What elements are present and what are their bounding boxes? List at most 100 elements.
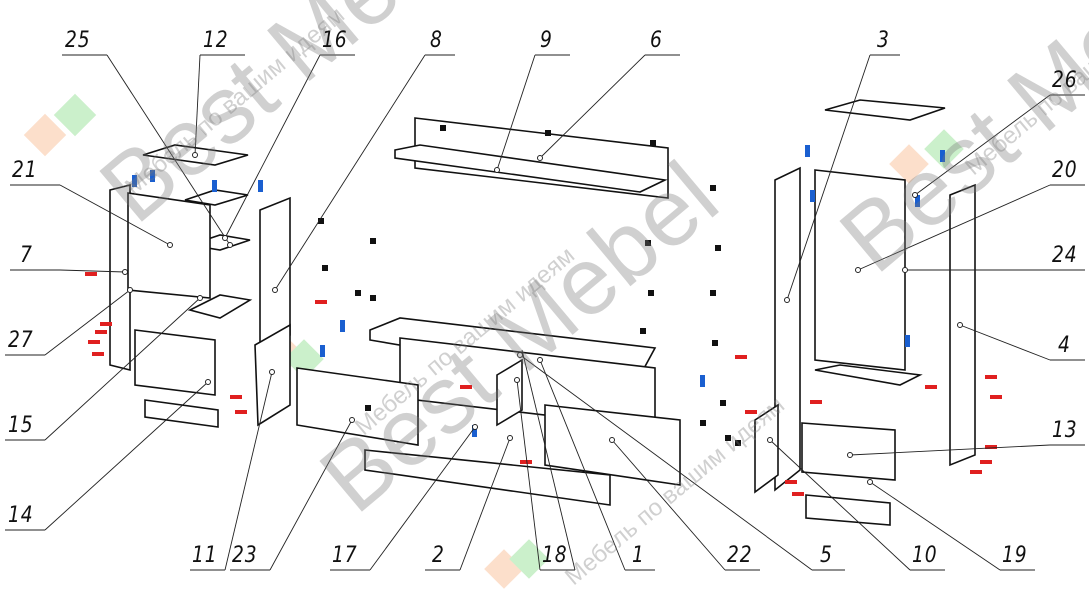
leader-dot bbox=[855, 267, 861, 273]
fitting-icon bbox=[132, 175, 137, 187]
leader-dot bbox=[349, 417, 355, 423]
part-number-label: 3 bbox=[877, 28, 890, 53]
part-number-label: 14 bbox=[8, 503, 34, 528]
fitting-icon bbox=[212, 180, 217, 192]
fitting-icon bbox=[460, 385, 472, 389]
fitting-icon bbox=[315, 300, 327, 304]
leader-line bbox=[496, 54, 536, 171]
fitting-icon bbox=[520, 460, 532, 464]
leader-line bbox=[44, 297, 201, 441]
fitting-icon bbox=[745, 410, 757, 414]
leader-dot bbox=[537, 357, 543, 363]
leader-dot bbox=[537, 155, 543, 161]
leader-line bbox=[224, 54, 321, 239]
stand-side-panel bbox=[254, 323, 291, 427]
fastener-icon bbox=[365, 405, 371, 411]
leader-line bbox=[44, 289, 131, 356]
leader-dot bbox=[609, 437, 615, 443]
left-lower-door bbox=[134, 329, 216, 396]
leader-dot bbox=[227, 242, 233, 248]
fitting-icon bbox=[235, 410, 247, 414]
fastener-icon bbox=[370, 238, 376, 244]
part-number-label: 10 bbox=[912, 543, 938, 568]
left-cabinet-shelf bbox=[187, 294, 253, 319]
fastener-icon bbox=[545, 130, 551, 136]
part-number-label: 11 bbox=[192, 543, 218, 568]
leader-line bbox=[44, 381, 209, 531]
leader-dot bbox=[517, 352, 523, 358]
part-number-label: 13 bbox=[1052, 418, 1078, 443]
fastener-icon bbox=[648, 290, 654, 296]
part-number-label: 6 bbox=[650, 28, 663, 53]
fastener-icon bbox=[710, 290, 716, 296]
fitting-icon bbox=[320, 345, 325, 357]
fastener-icon bbox=[370, 295, 376, 301]
fastener-icon bbox=[700, 420, 706, 426]
right-cabinet-side-left bbox=[774, 166, 801, 492]
leader-dot bbox=[127, 287, 133, 293]
part-number-label: 20 bbox=[1052, 158, 1078, 183]
fitting-icon bbox=[970, 470, 982, 474]
part-number-label: 24 bbox=[1052, 243, 1078, 268]
part-number-label: 17 bbox=[332, 543, 358, 568]
part-number-label: 12 bbox=[203, 28, 229, 53]
part-number-label: 2 bbox=[432, 543, 445, 568]
leader-line bbox=[539, 359, 626, 571]
right-cabinet-top bbox=[824, 99, 946, 121]
fitting-icon bbox=[85, 272, 97, 276]
fitting-icon bbox=[700, 375, 705, 387]
fastener-icon bbox=[645, 240, 651, 246]
leader-line bbox=[516, 379, 541, 571]
left-cabinet-shelf bbox=[184, 189, 249, 206]
leader-dot bbox=[167, 242, 173, 248]
part-number-label: 23 bbox=[232, 543, 258, 568]
part-number-label: 22 bbox=[727, 543, 753, 568]
leader-dot bbox=[272, 287, 278, 293]
right-lower-door bbox=[801, 422, 896, 481]
fitting-icon bbox=[88, 340, 100, 344]
fastener-icon bbox=[440, 125, 446, 131]
leader-line bbox=[519, 354, 813, 571]
fastener-icon bbox=[715, 245, 721, 251]
fitting-icon bbox=[990, 395, 1002, 399]
fitting-icon bbox=[985, 445, 997, 449]
fastener-icon bbox=[710, 185, 716, 191]
leader-line bbox=[857, 184, 1051, 271]
leader-line bbox=[959, 324, 1051, 361]
left-cabinet-side-right bbox=[259, 196, 291, 347]
part-number-label: 5 bbox=[820, 543, 833, 568]
leader-dot bbox=[472, 424, 478, 430]
fastener-icon bbox=[640, 328, 646, 334]
fastener-icon bbox=[322, 265, 328, 271]
fitting-icon bbox=[792, 492, 804, 496]
right-cabinet-shelf bbox=[814, 364, 923, 386]
fitting-icon bbox=[150, 170, 155, 182]
leader-line bbox=[274, 54, 426, 291]
fitting-icon bbox=[915, 195, 920, 207]
wall-shelf bbox=[394, 144, 668, 193]
fitting-icon bbox=[810, 190, 815, 202]
leader-line bbox=[539, 54, 646, 159]
leader-dot bbox=[269, 369, 275, 375]
stand-left-door bbox=[296, 367, 419, 446]
leader-line bbox=[194, 54, 201, 156]
fitting-icon bbox=[810, 400, 822, 404]
part-number-label: 4 bbox=[1058, 333, 1071, 358]
leader-dot bbox=[192, 152, 198, 158]
fitting-icon bbox=[92, 352, 104, 356]
fitting-icon bbox=[472, 425, 477, 437]
part-number-label: 18 bbox=[542, 543, 568, 568]
leader-dot bbox=[767, 437, 773, 443]
fitting-icon bbox=[95, 330, 107, 334]
part-number-label: 8 bbox=[430, 28, 443, 53]
leader-dot bbox=[222, 235, 228, 241]
leader-dot bbox=[912, 192, 918, 198]
leader-dot bbox=[784, 297, 790, 303]
leader-line bbox=[521, 349, 576, 571]
leader-line bbox=[224, 371, 273, 571]
part-number-label: 1 bbox=[632, 543, 645, 568]
fastener-icon bbox=[712, 340, 718, 346]
stand-partition bbox=[496, 358, 523, 427]
leader-line bbox=[269, 419, 353, 571]
